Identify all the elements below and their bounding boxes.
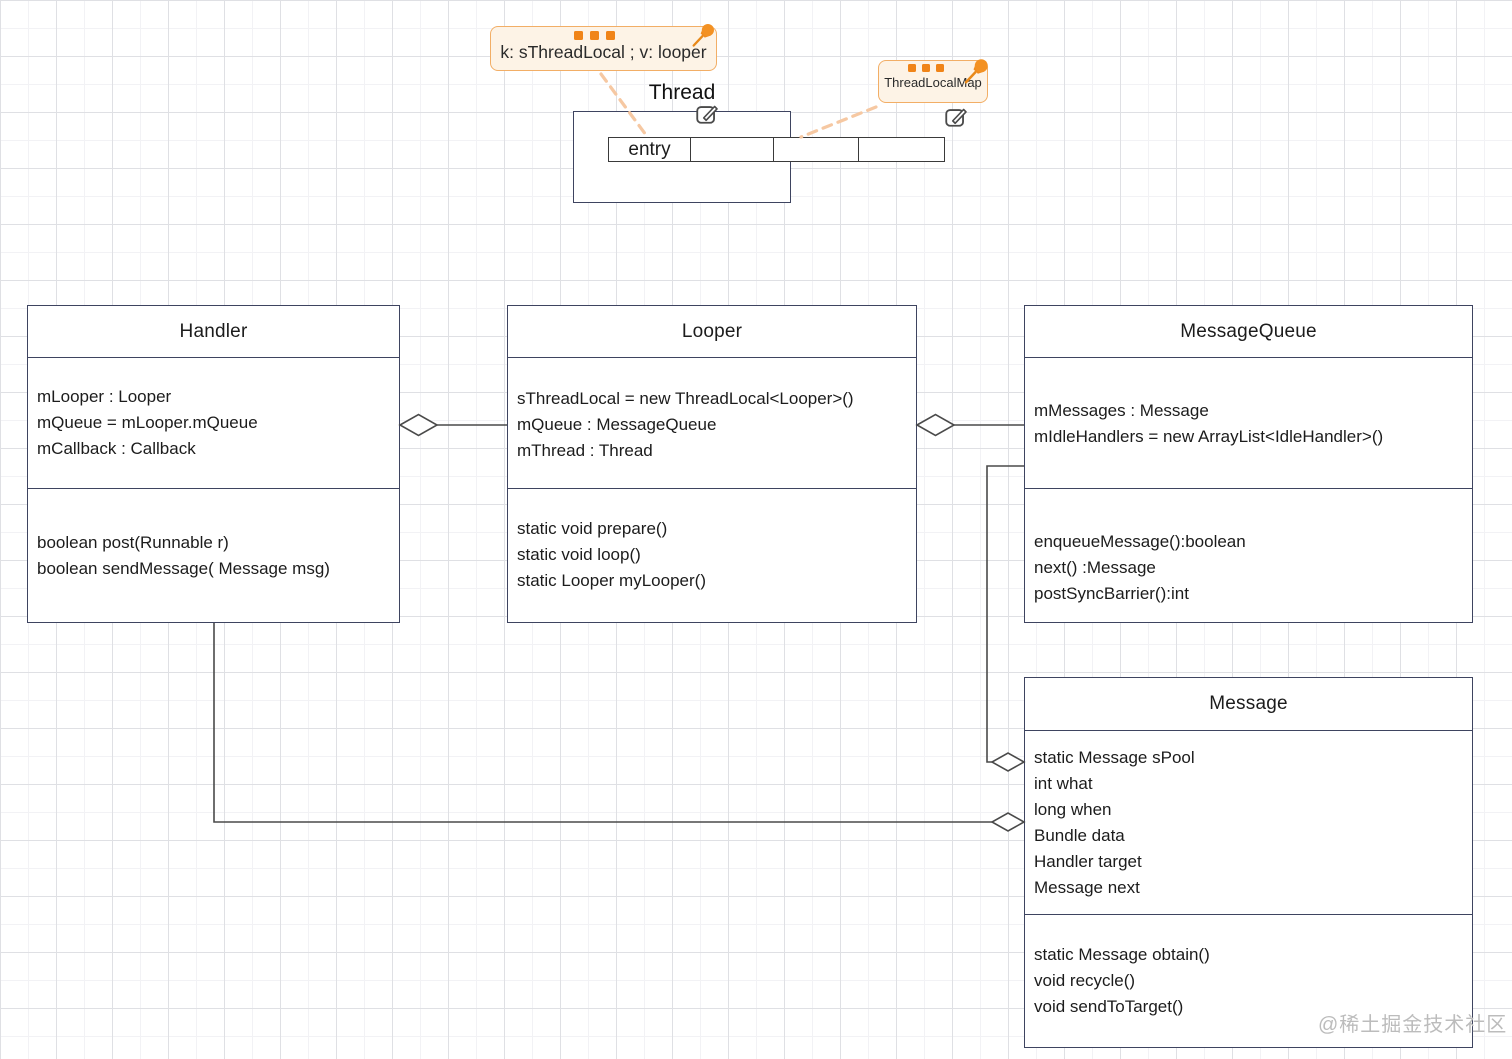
attributes-section: mLooper : Looper mQueue = mLooper.mQueue…: [28, 358, 399, 489]
thread-label: Thread: [648, 81, 716, 104]
class-box-messagequeue[interactable]: MessageQueue mMessages : Message mIdleHa…: [1024, 305, 1473, 623]
edit-pencil-icon[interactable]: [694, 100, 720, 131]
class-method: postSyncBarrier():int: [1034, 584, 1189, 603]
aggregation-diamond: [990, 812, 1026, 832]
aggregation-diamond: [915, 413, 956, 437]
class-title: Looper: [508, 306, 916, 358]
class-box-looper[interactable]: Looper sThreadLocal = new ThreadLocal<Lo…: [507, 305, 917, 623]
connector-handler-message[interactable]: [213, 623, 1026, 832]
aggregation-diamond: [990, 752, 1026, 772]
methods-section: static void prepare() static void loop()…: [508, 489, 916, 622]
class-attribute: mQueue : MessageQueue: [517, 415, 717, 434]
class-title: Handler: [28, 306, 399, 358]
class-method: enqueueMessage():boolean: [1034, 532, 1246, 551]
class-attribute: Bundle data: [1034, 826, 1125, 845]
edit-pencil-icon[interactable]: [943, 103, 969, 134]
pushpin-icon: [961, 56, 991, 91]
connector-looper-messagequeue[interactable]: [915, 413, 1024, 437]
class-attribute: mThread : Thread: [517, 441, 653, 460]
class-method: static void prepare(): [517, 519, 668, 538]
pushpin-icon: [689, 21, 717, 54]
connector-messagequeue-message[interactable]: [986, 465, 1026, 772]
table-cell[interactable]: [691, 138, 774, 161]
class-attribute: mCallback : Callback: [37, 439, 196, 458]
class-attribute: int what: [1034, 774, 1093, 793]
note-dots: [908, 61, 944, 72]
methods-section: boolean post(Runnable r) boolean sendMes…: [28, 489, 399, 622]
class-attribute: mMessages : Message: [1034, 401, 1209, 420]
class-method: void sendToTarget(): [1034, 997, 1184, 1016]
class-attribute: mQueue = mLooper.mQueue: [37, 413, 258, 432]
table-cell[interactable]: [774, 138, 859, 161]
methods-section: enqueueMessage():boolean next() :Message…: [1025, 489, 1472, 622]
note-text: k: sThreadLocal ; v: looper: [500, 42, 707, 62]
class-method: boolean post(Runnable r): [37, 533, 229, 552]
class-attribute: Handler target: [1034, 852, 1142, 871]
connector-handler-looper[interactable]: [398, 413, 507, 437]
attributes-section: mMessages : Message mIdleHandlers = new …: [1025, 358, 1472, 489]
class-method: boolean sendMessage( Message msg): [37, 559, 330, 578]
note-text: ThreadLocalMap: [884, 75, 982, 90]
attributes-section: static Message sPool int what long when …: [1025, 731, 1472, 915]
class-title: Message: [1025, 678, 1472, 731]
class-method: static Message obtain(): [1034, 945, 1210, 964]
class-box-message[interactable]: Message static Message sPool int what lo…: [1024, 677, 1473, 1048]
class-attribute: static Message sPool: [1034, 748, 1195, 767]
note-dots: [574, 27, 615, 40]
table-cell-entry[interactable]: entry: [609, 138, 691, 161]
class-title: MessageQueue: [1025, 306, 1472, 358]
class-method: next() :Message: [1034, 558, 1156, 577]
entry-table[interactable]: entry: [608, 137, 945, 162]
class-attribute: sThreadLocal = new ThreadLocal<Looper>(): [517, 389, 854, 408]
methods-section: static Message obtain() void recycle() v…: [1025, 915, 1472, 1047]
class-attribute: mLooper : Looper: [37, 387, 172, 406]
watermark: @稀土掘金技术社区: [1318, 1014, 1508, 1036]
class-method: static void loop(): [517, 545, 641, 564]
attributes-section: sThreadLocal = new ThreadLocal<Looper>()…: [508, 358, 916, 489]
table-cell[interactable]: [859, 138, 944, 161]
class-attribute: Message next: [1034, 878, 1140, 897]
class-method: void recycle(): [1034, 971, 1136, 990]
sticky-note-kv[interactable]: k: sThreadLocal ; v: looper: [490, 24, 717, 71]
class-box-handler[interactable]: Handler mLooper : Looper mQueue = mLoope…: [27, 305, 400, 623]
note-link-threadlocalmap-table[interactable]: [799, 105, 878, 139]
sticky-note-threadlocalmap[interactable]: ThreadLocalMap: [878, 59, 988, 103]
class-method: static Looper myLooper(): [517, 571, 706, 590]
class-attribute: mIdleHandlers = new ArrayList<IdleHandle…: [1034, 427, 1384, 446]
aggregation-diamond: [398, 413, 439, 437]
class-attribute: long when: [1034, 800, 1112, 819]
